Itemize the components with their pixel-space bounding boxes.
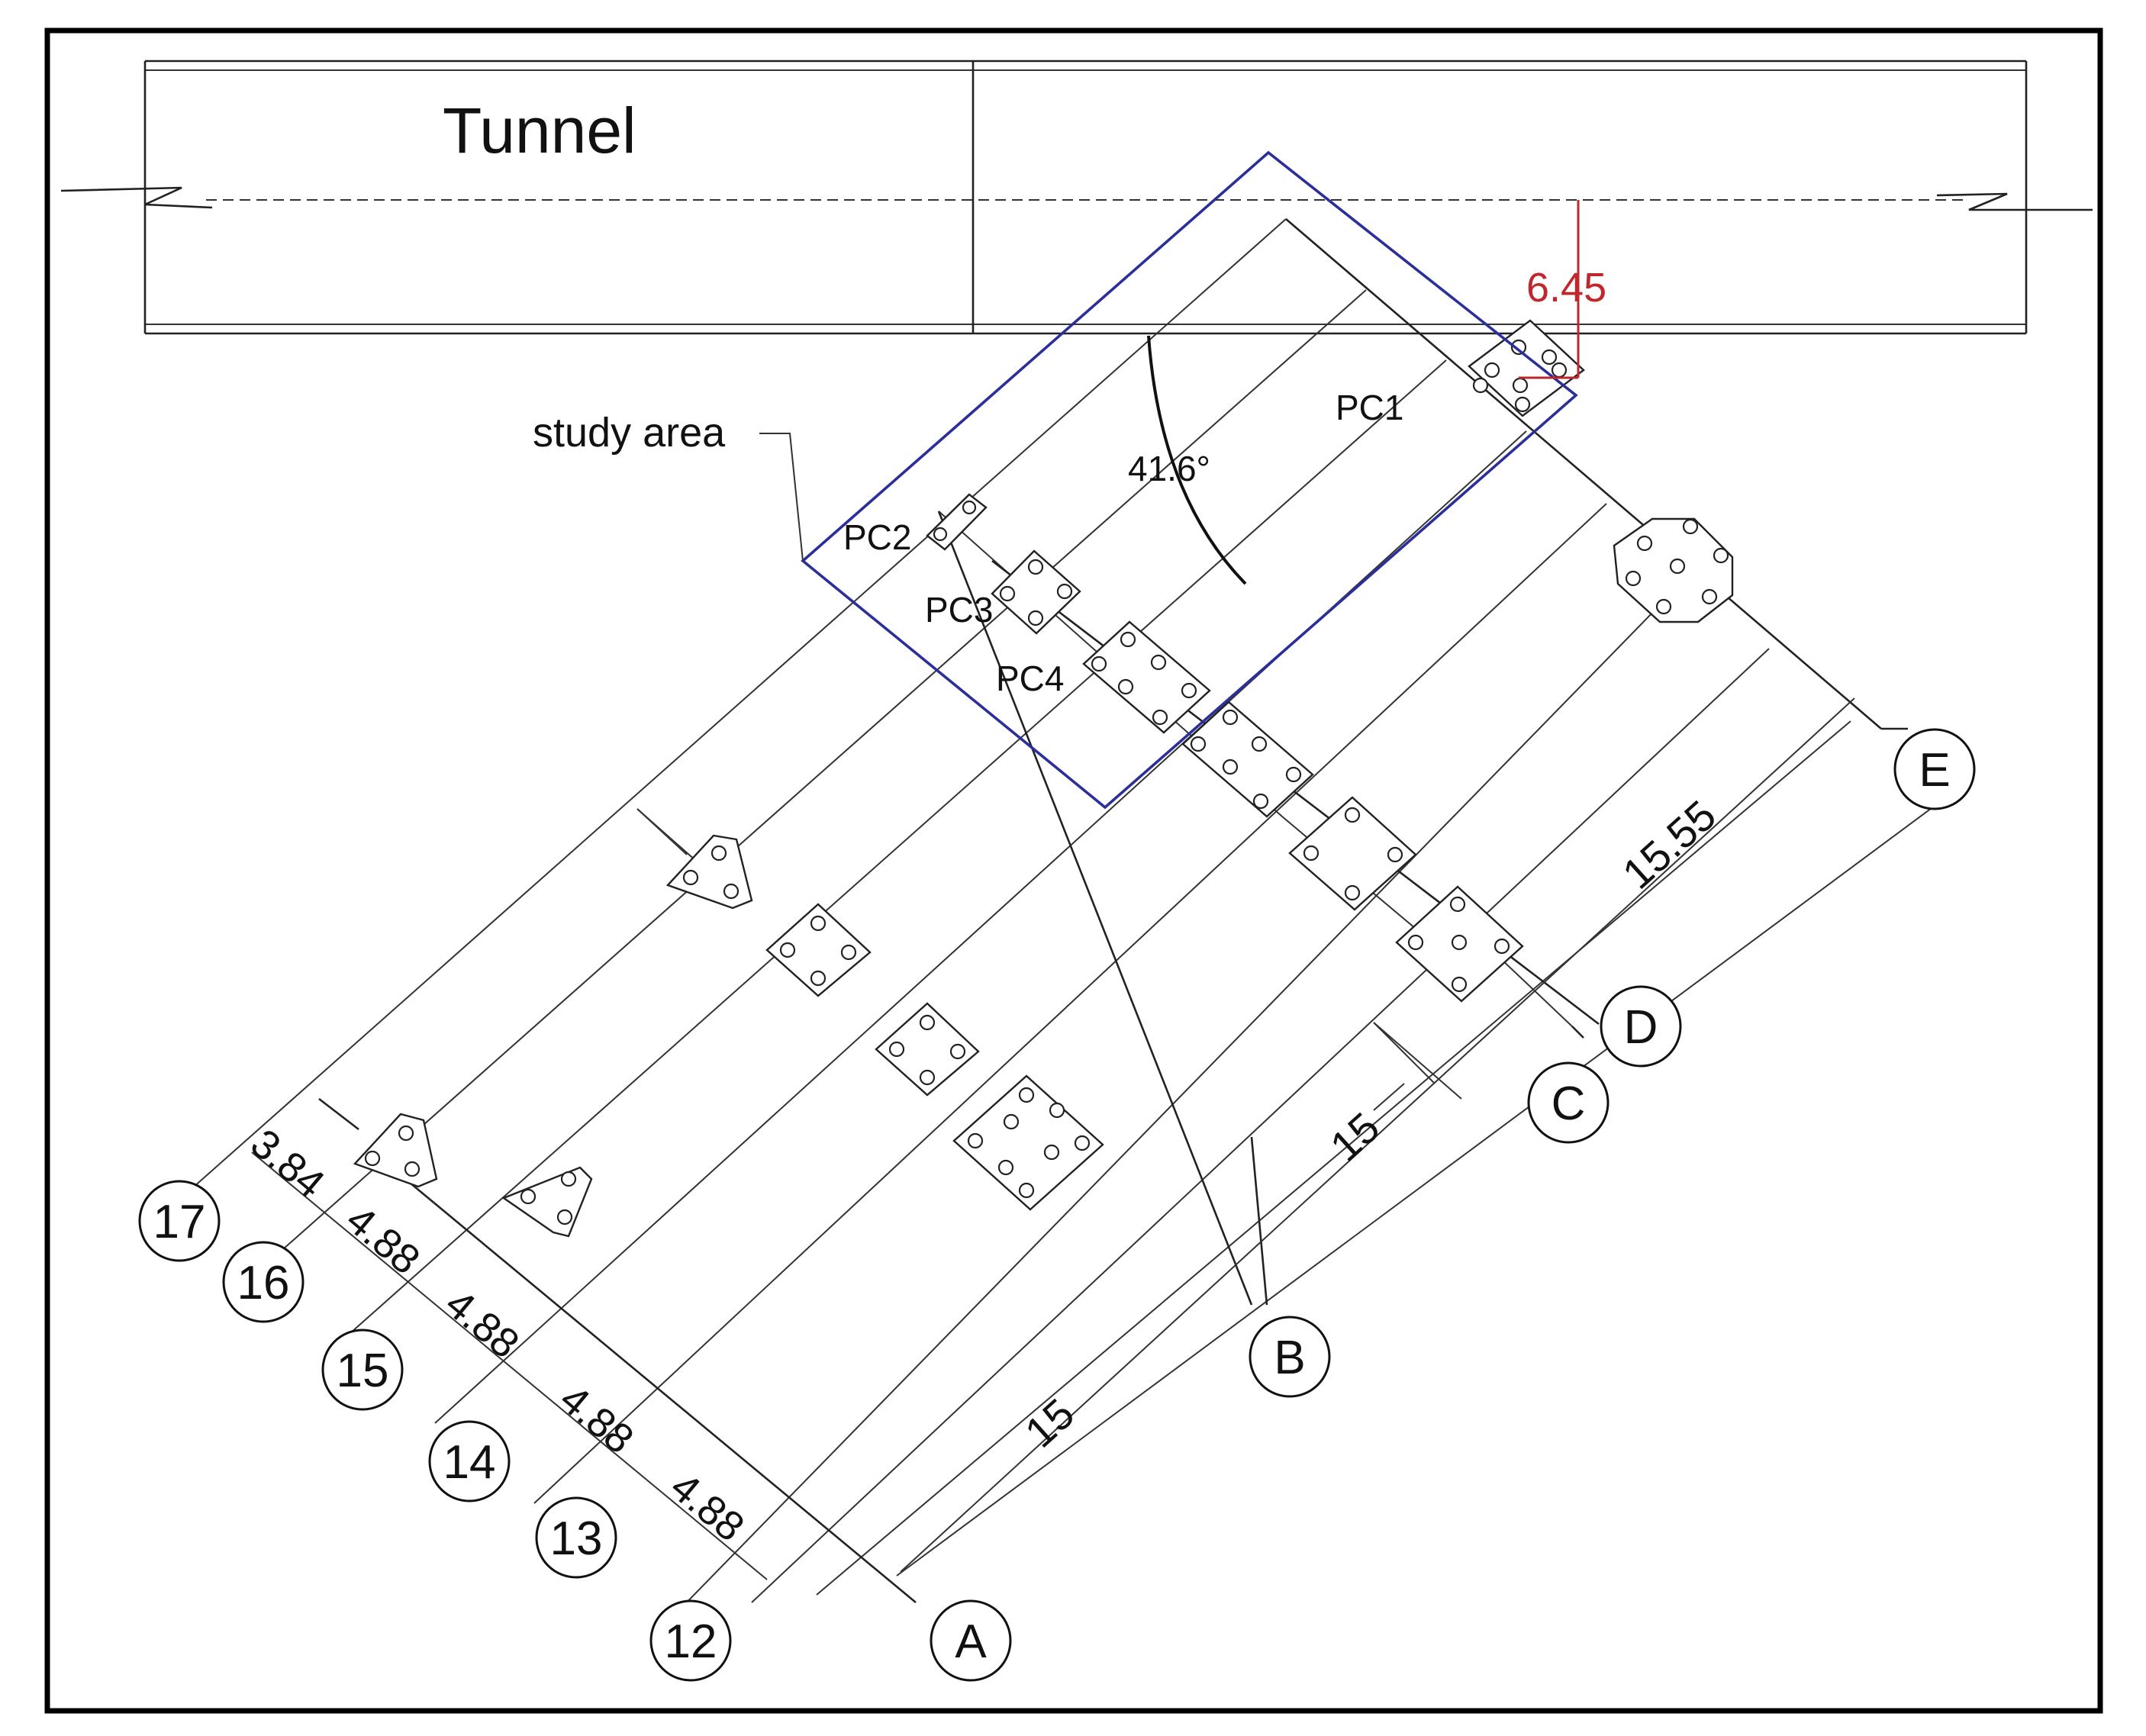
span-label-lower: 15 xyxy=(1016,1389,1083,1457)
study-area-label: study area xyxy=(533,410,726,456)
svg-text:14: 14 xyxy=(443,1436,496,1489)
spacing-label-2: 4.88 xyxy=(337,1197,428,1283)
pile-cap-row-c xyxy=(1181,701,1314,818)
spacing-label-5: 4.88 xyxy=(662,1464,752,1551)
pile-cap-label-pc1: PC1 xyxy=(1336,388,1403,427)
angle-label: 41.6° xyxy=(1128,449,1210,488)
grid-bubble-e: E xyxy=(1893,728,1976,810)
study-area-leader xyxy=(759,433,804,562)
span-label-upper: 15.55 xyxy=(1613,791,1725,898)
grid-bubble-14: 14 xyxy=(428,1420,511,1502)
svg-text:12: 12 xyxy=(665,1615,717,1668)
pile-cap-pc1 xyxy=(1468,319,1585,417)
pile-cap-row-c3 xyxy=(1395,885,1524,1003)
grid-bubble-13: 13 xyxy=(535,1496,617,1579)
svg-text:E: E xyxy=(1919,744,1950,797)
clearance-dimension xyxy=(1519,200,1580,379)
pile-cap-label-pc2: PC2 xyxy=(843,517,911,557)
pile-cap-label-pc4: PC4 xyxy=(996,659,1064,698)
grid-bubble-c: C xyxy=(1527,1061,1610,1144)
grid-bubble-16: 16 xyxy=(222,1241,304,1323)
svg-text:17: 17 xyxy=(153,1196,206,1248)
pile-cap-tri-2 xyxy=(353,1113,438,1188)
clearance-label: 6.45 xyxy=(1526,265,1606,311)
pile-cap-pc4 xyxy=(1082,620,1211,734)
svg-text:C: C xyxy=(1552,1077,1586,1130)
spacing-label-4: 4.88 xyxy=(551,1376,642,1463)
grid-bubble-12: 12 xyxy=(649,1599,732,1682)
pile-caps xyxy=(353,319,1734,1238)
grid-bubble-17: 17 xyxy=(138,1180,221,1262)
pile-cap-row-b3 xyxy=(952,1074,1104,1211)
spacing-label-3: 4.88 xyxy=(437,1280,527,1367)
pile-cap-pc3 xyxy=(991,549,1081,635)
pile-cap-row-b2 xyxy=(875,1002,980,1097)
pile-cap-tri-3 xyxy=(501,1166,593,1238)
svg-text:13: 13 xyxy=(550,1512,603,1565)
svg-text:16: 16 xyxy=(237,1257,290,1309)
pile-cap-row-b1 xyxy=(765,903,872,997)
pile-cap-octagon xyxy=(1613,517,1734,623)
svg-text:D: D xyxy=(1624,1001,1658,1054)
tunnel-title: Tunnel xyxy=(443,95,636,166)
svg-text:A: A xyxy=(955,1615,987,1668)
svg-text:15: 15 xyxy=(337,1345,389,1397)
dimension-lines xyxy=(251,697,1855,1580)
study-area-boundary xyxy=(801,150,1578,810)
grid-bubble-a: A xyxy=(930,1599,1012,1682)
tunnel xyxy=(60,60,2093,335)
angle-arc xyxy=(1147,335,1247,585)
svg-text:B: B xyxy=(1274,1332,1305,1384)
grid-bubble-d: D xyxy=(1600,985,1682,1068)
grid-bubble-b: B xyxy=(1249,1316,1331,1398)
pile-cap-pc2 xyxy=(926,493,988,551)
figure-border xyxy=(44,27,2103,1714)
pile-cap-tri-1 xyxy=(665,834,753,910)
pile-cap-row-c2 xyxy=(1288,796,1417,911)
spacing-label-1: 3.84 xyxy=(242,1120,333,1207)
pile-cap-label-pc3: PC3 xyxy=(925,590,993,630)
grid-bubble-15: 15 xyxy=(321,1329,404,1411)
